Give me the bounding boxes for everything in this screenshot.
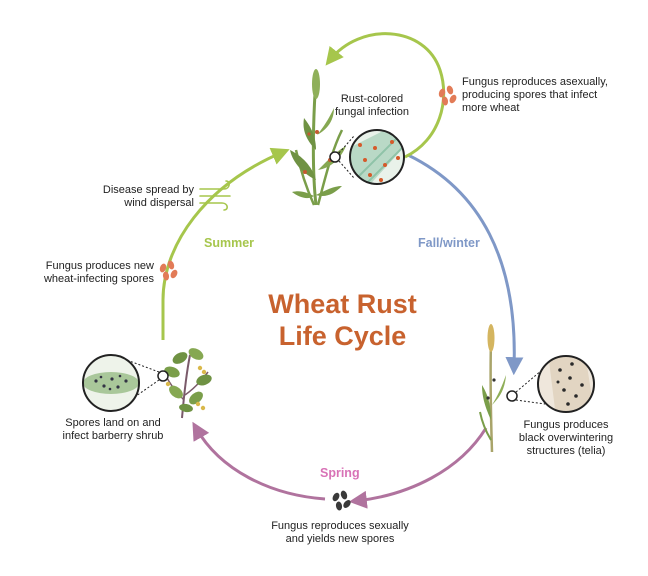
fall-winter-arrow [407,153,524,376]
spore-cluster-icon [332,490,351,511]
magnifier-circle-icon [329,129,405,185]
label-telia: Fungus produces black overwintering stru… [518,419,614,457]
spring-arrow-left [192,421,326,501]
label-new-spores: Fungus produces new wheat-infecting spor… [43,260,154,285]
season-summer: Summer [204,236,255,250]
magnifier-circle-icon [82,354,169,412]
spore-cluster-icon [438,85,457,106]
wheat-plant-icon [290,69,346,206]
diagram-title: Wheat Rust Life Cycle [240,288,445,352]
spore-cluster-icon [159,260,178,281]
summer-arrow [161,147,290,340]
asexual-loop-arrow [325,32,446,159]
label-sexual: Fungus reproduces sexually and yields ne… [271,520,409,545]
label-asexual: Fungus reproduces asexually, producing s… [462,76,608,114]
season-spring: Spring [320,466,360,480]
label-barberry: Spores land on and infect barberry shrub [62,417,164,442]
title-line-1: Wheat Rust [268,289,417,319]
spring-arrow-right [348,427,488,509]
title-line-2: Life Cycle [278,321,407,351]
wheat-stalk-icon [479,324,506,453]
label-rust-infection: Rust-colored fungal infection [335,93,409,118]
wind-icon [199,180,231,211]
barberry-shrub-icon [164,348,212,419]
season-fall-winter: Fall/winter [418,236,480,250]
magnifier-circle-icon [506,355,595,413]
label-wind: Disease spread by wind dispersal [102,184,194,209]
